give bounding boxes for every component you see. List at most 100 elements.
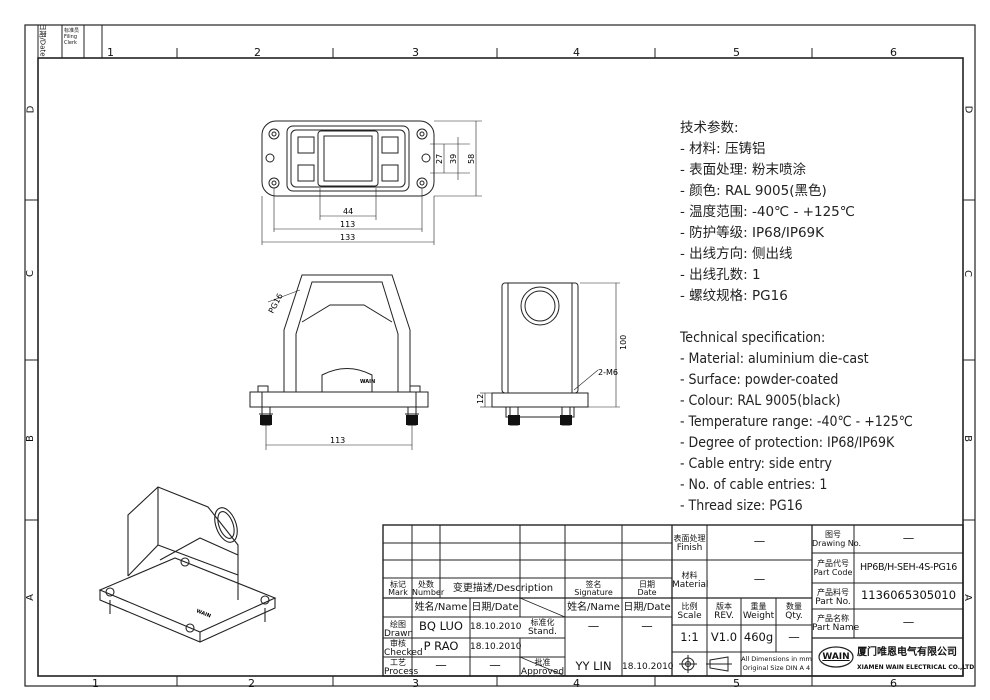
col-label-5: 5 — [733, 46, 740, 59]
tech-cn-line: - 防护等级: IP68/IP69K — [680, 225, 825, 241]
tb-scale-cn: 比例 — [681, 602, 698, 611]
dim-113-front: 113 — [330, 436, 345, 445]
dim-113-top: 113 — [340, 220, 355, 229]
tech-cn-line: - 颜色: RAL 9005(黑色) — [680, 183, 827, 199]
tb-weight-cn: 重量 — [750, 602, 767, 611]
row-label-d: D — [25, 105, 37, 114]
tech-en-line: - No. of cable entries: 1 — [680, 477, 828, 493]
iso-logo: WAIN — [195, 608, 211, 619]
tb-mark-cn: 标记 — [390, 580, 406, 589]
tb-qty-cn: 数量 — [786, 602, 802, 611]
tb-rev-value: V1.0 — [710, 630, 738, 644]
tech-en-line: - Material: aluminium die-cast — [680, 351, 869, 367]
tb-date-cn: 日期 — [639, 580, 655, 589]
dim-39: 39 — [449, 154, 458, 164]
tb-process-cn: 工艺 — [390, 658, 406, 667]
tb-stand-cn: 标准化 — [530, 618, 555, 627]
tb-dims-note-1: All Dimensions in mm — [741, 655, 812, 663]
tech-en-heading: Technical specification: — [680, 330, 826, 346]
dim-27: 27 — [435, 154, 444, 164]
title-block-grid — [382, 524, 964, 677]
tb-scale-en: Scale — [677, 611, 702, 621]
outer-frame — [24, 24, 976, 687]
tech-en-line: - Surface: powder-coated — [680, 372, 839, 388]
row-label-a: A — [24, 594, 36, 601]
tb-part-name-cn: 产品名称 — [817, 614, 849, 623]
top-view — [261, 120, 482, 245]
row-label-b: B — [24, 435, 36, 442]
tb-part-code-value: HP6B/H-SEH-4S-PG16 — [859, 562, 958, 573]
tb-description: 变更描述/Description — [452, 583, 554, 594]
tb-part-no-en: Part No. — [815, 597, 851, 607]
projection-symbol — [679, 655, 732, 673]
tech-cn-heading: 技术参数: — [680, 120, 739, 136]
tb-checked-name: P RAO — [423, 639, 459, 653]
tb-company-en: XIAMEN WAIN ELECTRICAL CO.,LTD — [857, 664, 975, 671]
tb-material-value: — — [753, 572, 766, 586]
tb-signature-en: Signature — [574, 588, 613, 597]
tb-drawing-no-en: Drawing No. — [812, 539, 862, 548]
tb-process-en: Process — [384, 667, 419, 677]
tb-company-cn: 厦门唯恩电气有限公司 — [857, 647, 957, 658]
col-label-1-bottom: 1 — [92, 677, 99, 690]
row-label-a-right: A — [961, 594, 973, 601]
tb-process-name: — — [435, 658, 447, 672]
tb-part-name-en: Part Name — [812, 623, 860, 633]
tb-part-no-value: 1136065305010 — [860, 588, 957, 602]
isometric-view — [98, 486, 277, 643]
col-label-2-bottom: 2 — [248, 677, 255, 690]
tb-finish-value: — — [753, 534, 766, 548]
tech-cn-line: - 温度范围: -40℃ - +125℃ — [680, 204, 855, 220]
tb-rev-cn: 版本 — [716, 602, 732, 611]
tb-part-no-cn: 产品料号 — [817, 588, 849, 597]
tb-finish-cn: 表面处理 — [673, 534, 706, 543]
tech-cn-line: - 材料: 压铸铝 — [680, 141, 766, 157]
side-view — [480, 282, 620, 426]
tb-drawing-no-cn: 图号 — [825, 530, 841, 539]
tb-drawing-no-value: — — [902, 531, 915, 545]
col-label-5-bottom: 5 — [733, 677, 740, 690]
filing-date-label: 日期/Date — [38, 23, 47, 57]
col-label-1: 1 — [107, 46, 114, 59]
dim-12: 12 — [476, 394, 485, 404]
tech-spec-cn: 技术参数: - 材料: 压铸铝 - 表面处理: 粉末喷涂 - 颜色: RAL 9… — [680, 118, 855, 307]
tb-drawn-en: Drawn — [384, 629, 414, 639]
tb-weight-value: 460g — [743, 630, 774, 644]
tech-cn-line: - 出线方向: 侧出线 — [680, 246, 793, 262]
tech-en-line: - Colour: RAL 9005(black) — [680, 393, 841, 409]
tb-number-cn: 处数 — [418, 580, 434, 589]
row-label-c: C — [24, 270, 36, 277]
row-label-d-right: D — [962, 105, 974, 114]
filing-clerk-label: 标准员 Filing Clerk — [64, 28, 80, 46]
tech-en-line: - Degree of protection: IP68/IP69K — [680, 435, 895, 451]
tech-en-line: - Thread size: PG16 — [680, 498, 803, 514]
front-view-dark — [260, 415, 418, 425]
col-label-4-bottom: 4 — [573, 677, 580, 690]
tb-checked-cn: 审核 — [390, 639, 406, 648]
tb-approved-date: 18.10.2010 — [622, 662, 674, 672]
tb-drawn-name: BQ LUO — [419, 619, 463, 633]
tech-en-line: - Cable entry: side entry — [680, 456, 832, 472]
dim-pg16: PG16 — [267, 292, 285, 315]
tb-part-code-cn: 产品代号 — [817, 559, 849, 568]
tb-qty-en: Qty. — [785, 611, 803, 621]
dim-58: 58 — [467, 154, 476, 164]
zone-ticks — [25, 48, 975, 686]
tech-spec-en: Technical specification: - Material: alu… — [680, 328, 913, 517]
col-label-3-bottom: 3 — [412, 677, 419, 690]
tb-approved-name: YY LIN — [575, 659, 612, 673]
